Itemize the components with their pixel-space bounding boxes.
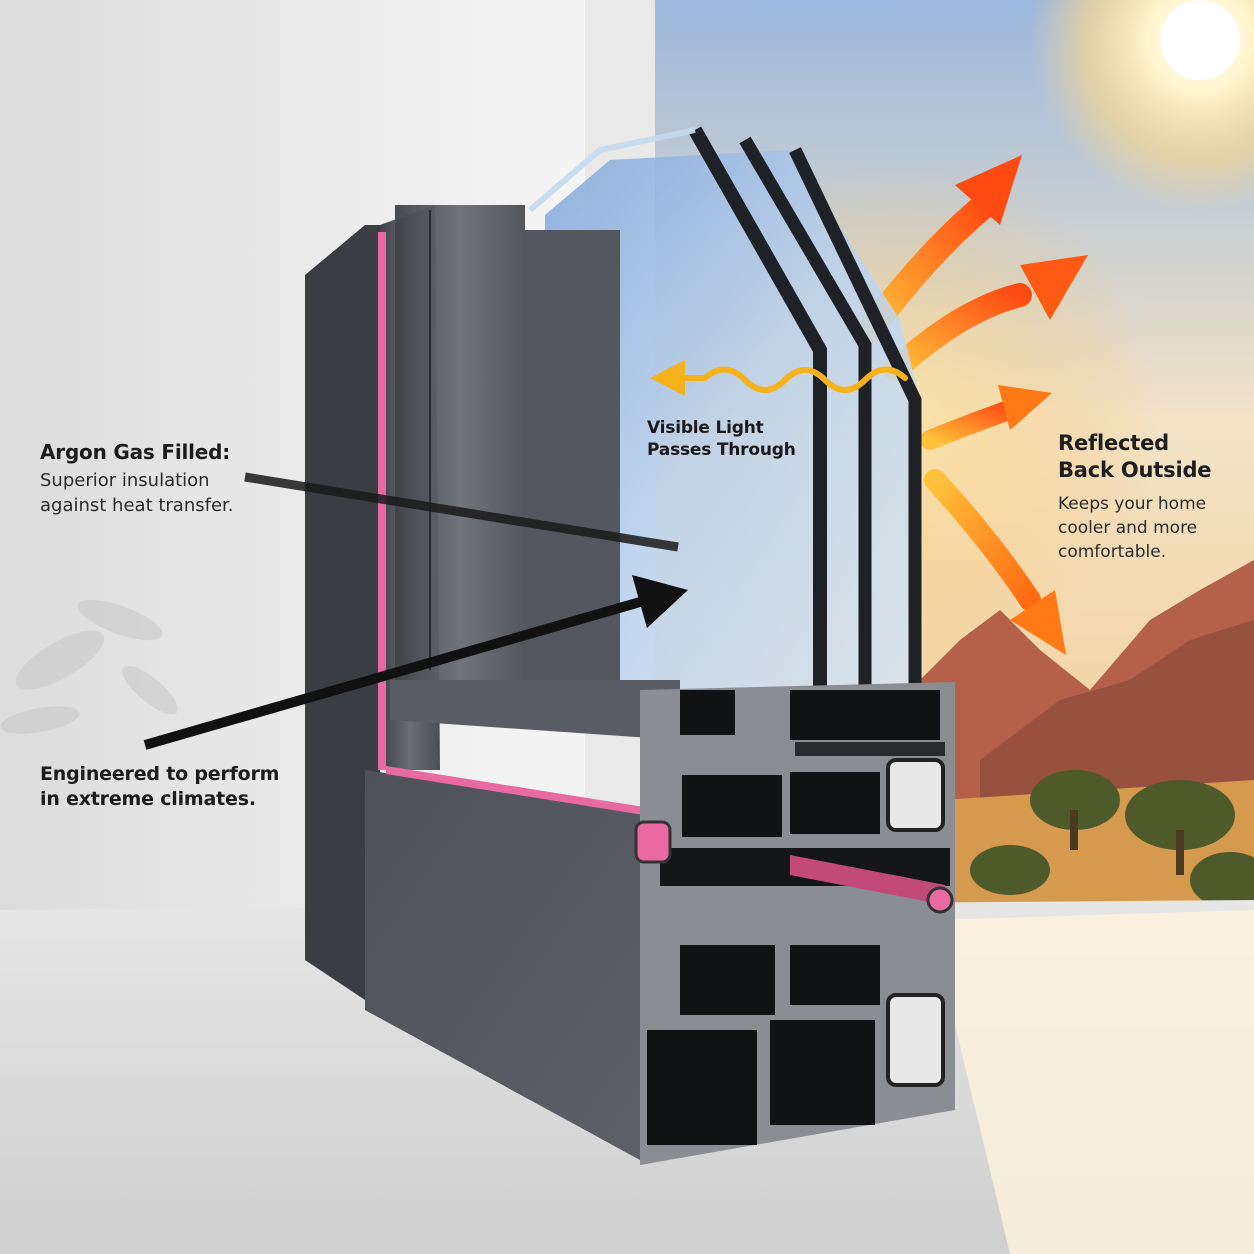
reflected-line-2: cooler and more xyxy=(1058,518,1198,538)
plant-shadow xyxy=(0,599,178,734)
glass-unit xyxy=(528,126,922,690)
glass-pane-edge-2 xyxy=(739,136,872,690)
heat-arrow-2 xyxy=(883,283,1032,382)
gasket-right-2 xyxy=(886,993,945,1087)
thermal-break-pink xyxy=(790,855,945,905)
reflected-callout: Reflected Back Outside Keeps your home c… xyxy=(1058,430,1248,564)
chamber-mid-2 xyxy=(790,772,880,834)
heat-arrow-4-head xyxy=(1010,590,1066,655)
heat-arrow-2-head xyxy=(1020,255,1088,320)
glass-pane-edge-1 xyxy=(688,126,827,690)
visible-light-callout: Visible Light Passes Through xyxy=(647,417,817,461)
engineered-pointer-arrow xyxy=(143,575,688,750)
chamber-top-right xyxy=(790,690,940,740)
argon-pointer-line xyxy=(244,472,679,552)
desert-trees xyxy=(970,770,1254,908)
sash-face xyxy=(395,205,525,680)
sun-core xyxy=(1160,0,1240,80)
visible-light-arrow xyxy=(650,360,908,396)
argon-gas-line-1: Superior insulation xyxy=(40,470,210,491)
reflected-title-line-1: Reflected xyxy=(1058,431,1169,455)
sash-inner-strip xyxy=(525,230,620,680)
chamber-bottom-2 xyxy=(770,1020,875,1125)
argon-gas-callout: Argon Gas Filled: Superior insulation ag… xyxy=(40,440,280,518)
argon-gas-title: Argon Gas Filled: xyxy=(40,440,231,464)
window-frame xyxy=(305,205,680,1160)
reflected-line-3: comfortable. xyxy=(1058,542,1167,562)
visible-light-line-2: Passes Through xyxy=(647,440,796,460)
glass-pane-top xyxy=(528,127,696,213)
chamber-bottom-1 xyxy=(647,1030,757,1145)
frame-left-outer xyxy=(305,225,380,1010)
frame-bottom-front xyxy=(365,770,640,1160)
glass-pane-edge-3 xyxy=(789,147,922,690)
floor-sunlight xyxy=(930,910,1254,1254)
glass-spacer-bar xyxy=(795,742,945,756)
gasket-right-1 xyxy=(886,758,945,832)
gasket-pink-horizontal xyxy=(386,766,650,816)
argon-gas-line-2: against heat transfer. xyxy=(40,495,234,516)
reflected-title-line-2: Back Outside xyxy=(1058,458,1212,482)
chamber-mid-1 xyxy=(682,775,782,837)
heat-arrow-3-head xyxy=(998,385,1052,430)
visible-light-line-1: Visible Light xyxy=(647,418,764,438)
gasket-pink-left xyxy=(634,820,672,864)
heat-arrow-4 xyxy=(924,469,1041,611)
gasket-pink-right xyxy=(926,886,954,914)
engineered-line-2: in extreme climates. xyxy=(40,788,256,810)
chamber-top-left xyxy=(680,690,735,735)
frame-profile-section xyxy=(634,682,955,1165)
engineered-line-1: Engineered to perform xyxy=(40,763,280,785)
engineered-callout: Engineered to perform in extreme climate… xyxy=(40,762,300,812)
heat-arrow-1-head xyxy=(955,155,1022,225)
reflected-line-1: Keeps your home xyxy=(1058,494,1207,514)
chamber-low-left xyxy=(680,945,775,1015)
chamber-low-mid xyxy=(790,945,880,1005)
frame-top-rail xyxy=(390,680,680,740)
